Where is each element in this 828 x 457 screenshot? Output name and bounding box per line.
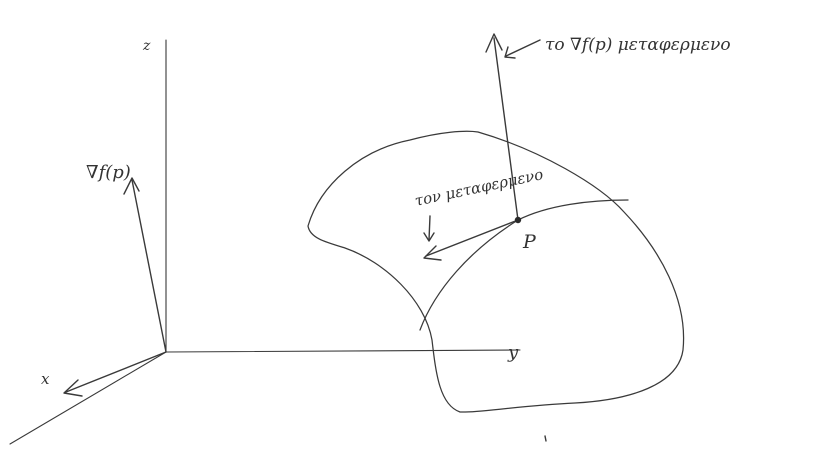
x-direction-vector bbox=[65, 351, 167, 393]
annotation-arrow-top-head bbox=[504, 46, 516, 59]
x-direction-arrowhead bbox=[63, 379, 83, 397]
gradient-origin-label: ∇f(p) bbox=[86, 162, 131, 183]
surface-curve-descending bbox=[419, 219, 519, 331]
z-axis-label: z bbox=[142, 38, 151, 54]
x-axis bbox=[9, 351, 167, 445]
x-axis-label: x bbox=[41, 370, 50, 388]
annotation-arrow-mid bbox=[428, 215, 431, 241]
point-p-label: P bbox=[522, 231, 537, 253]
translated-tangent-vector bbox=[425, 219, 519, 257]
surface-outline bbox=[307, 130, 685, 413]
y-axis bbox=[165, 349, 521, 353]
stray-mark bbox=[544, 435, 547, 442]
gradient-vector-origin-arrowhead bbox=[123, 177, 140, 195]
annotation-arrow-mid-head bbox=[423, 232, 435, 242]
annotation-translated-gradient: το ∇f(p) μεταφερμενο bbox=[545, 35, 731, 55]
point-p-dot bbox=[514, 216, 522, 224]
translated-gradient-arrowhead bbox=[485, 33, 503, 53]
translated-gradient-vector bbox=[493, 37, 519, 221]
annotation-arrow-top bbox=[505, 39, 541, 57]
annotation-translated-vector: τον μεταφερμενο bbox=[413, 165, 545, 210]
gradient-vector-origin bbox=[131, 179, 167, 353]
y-axis-label: y bbox=[507, 342, 519, 363]
translated-tangent-arrowhead bbox=[423, 245, 442, 261]
surface-curve-through-p bbox=[517, 199, 629, 221]
